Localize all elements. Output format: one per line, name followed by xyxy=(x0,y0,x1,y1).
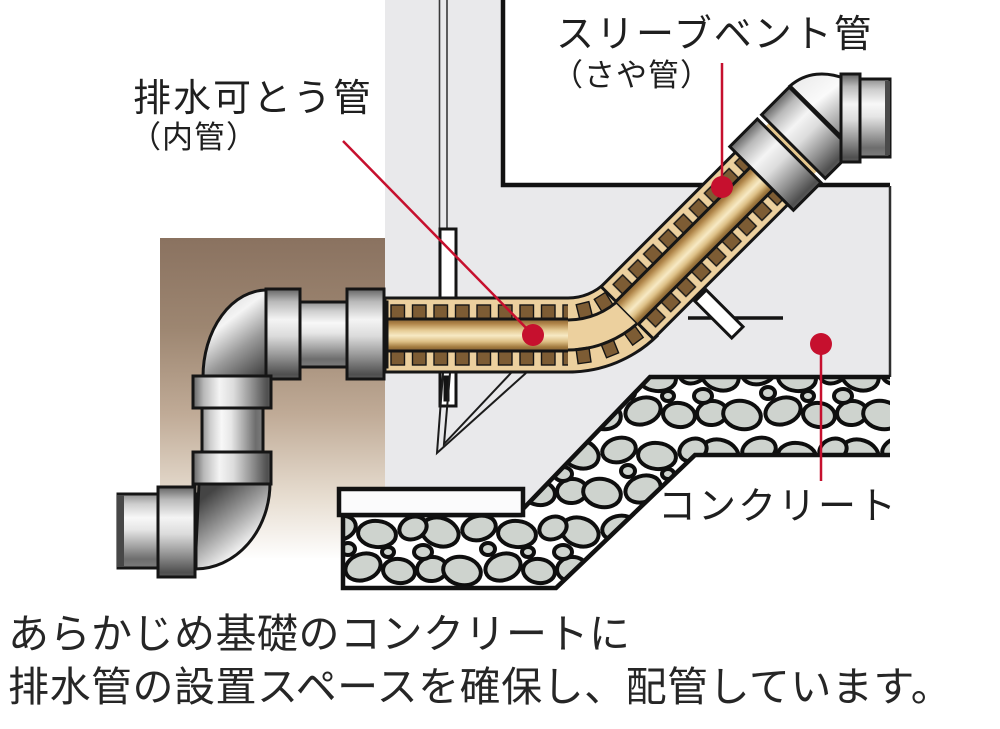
vertical-pipe xyxy=(200,403,265,457)
support-marker xyxy=(688,287,783,341)
elbow-socket-ring xyxy=(839,72,862,164)
sleeve-vent-pipe-elbow xyxy=(787,72,892,164)
collar-a xyxy=(264,287,302,381)
pipe-end-cap xyxy=(117,495,124,567)
elbow-bottom-left xyxy=(193,481,272,571)
leader-dot-concrete xyxy=(810,333,832,355)
label-inner-pipe-line1: 排水可とう管 xyxy=(133,78,373,120)
gravel xyxy=(340,374,890,591)
collar-c xyxy=(191,374,273,410)
caption-line2: 排水管の設置スペースを確保し、配管しています。 xyxy=(8,664,953,710)
leader-line-inner-pipe xyxy=(342,140,534,336)
wall-joint-lines xyxy=(438,0,448,229)
footing-slab xyxy=(336,486,526,518)
metal-drain-pipe xyxy=(116,287,389,579)
caption-line1: あらかじめ基礎のコンクリートに xyxy=(8,611,631,657)
collar-d xyxy=(191,450,273,486)
label-concrete: コンクリート xyxy=(658,486,898,528)
leader-dot-inner-pipe xyxy=(522,324,544,346)
label-sleeve-line2: （さや管） xyxy=(552,58,712,93)
label-sleeve-line1: スリーブベント管 xyxy=(556,14,874,56)
coupling-band-2 xyxy=(759,85,855,181)
collar-e xyxy=(156,485,197,579)
caption: あらかじめ基礎のコンクリートに 排水管の設置スペースを確保し、配管しています。 xyxy=(8,608,1000,714)
flexible-drain-pipe-bend xyxy=(567,281,660,374)
label-inner-pipe-line2: （内管） xyxy=(130,120,258,155)
coupling-band-1 xyxy=(727,116,824,213)
collar-b xyxy=(345,287,386,381)
leader-lines xyxy=(342,63,832,481)
leader-dot-sleeve xyxy=(711,176,733,198)
elbow-top-left xyxy=(201,288,269,379)
illustration: 排水可とう管 （内管） スリーブベント管 （さや管） コンクリート xyxy=(116,0,898,591)
break-symbol xyxy=(435,372,527,456)
